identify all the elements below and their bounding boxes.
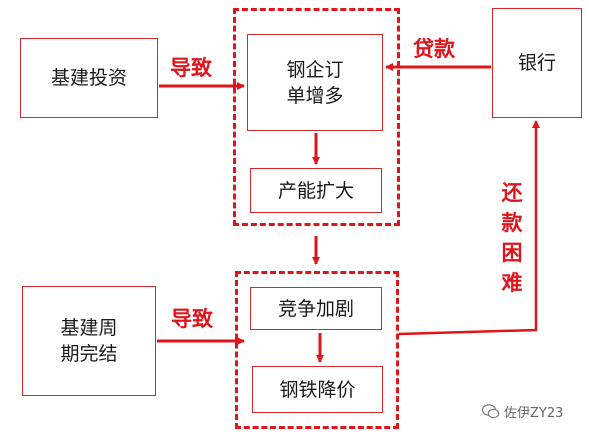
bottom-group-frame xyxy=(235,271,399,429)
node-competition-intensifies: 竞争加剧 xyxy=(250,287,382,330)
node-capacity-expansion: 产能扩大 xyxy=(250,168,382,213)
arrow-bottom-to-bank xyxy=(398,120,540,336)
node-infra-cycle-end: 基建周 期完结 xyxy=(22,286,156,396)
node-steel-orders-increase: 钢企订 单增多 xyxy=(247,34,383,131)
watermark: 佐伊ZY23 xyxy=(482,402,563,421)
node-steel-price-drop: 钢铁降价 xyxy=(252,366,383,413)
node-infra-investment: 基建投资 xyxy=(20,38,158,118)
label-repay-difficult: 还款困难 xyxy=(501,181,523,295)
watermark-text: 佐伊ZY23 xyxy=(504,406,564,421)
top-group-frame xyxy=(233,8,400,226)
node-bank: 银行 xyxy=(492,8,582,118)
wechat-icon xyxy=(482,404,500,419)
label-lead-to-bottom: 导致 xyxy=(171,307,213,331)
label-lead-to-top: 导致 xyxy=(170,56,212,80)
label-loan: 贷款 xyxy=(413,37,455,61)
